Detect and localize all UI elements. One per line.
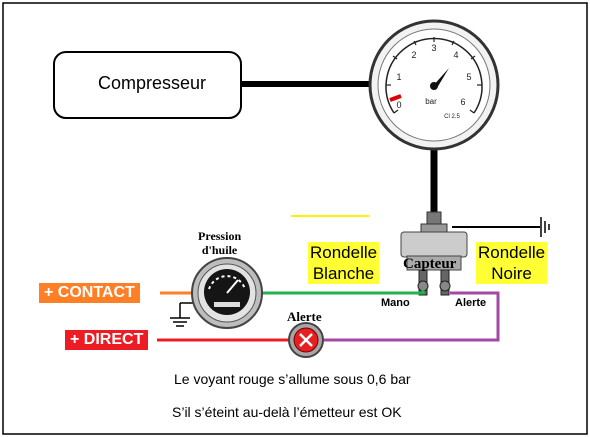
sensor-title: Capteur <box>403 256 457 272</box>
mano-terminal-label: Mano <box>381 297 410 309</box>
alert-lamp <box>288 322 324 358</box>
gauge-class: Cl 2.5 <box>444 114 460 120</box>
purple-wire <box>324 291 500 342</box>
gauge-tick-label: 6 <box>460 97 465 107</box>
white-washer-line2: Blanche <box>312 264 375 283</box>
pressure-sensor <box>400 211 468 296</box>
alerte-terminal-label: Alerte <box>455 297 487 309</box>
gauge-tick-label: 3 <box>431 43 436 53</box>
oil-pressure-gauge <box>191 257 263 329</box>
black-washer-label: Rondelle Noire <box>476 242 548 284</box>
alert-lamp-label: Alerte <box>287 309 322 324</box>
alert-lamp-cross-icon <box>299 333 313 347</box>
note-line-1: Le voyant rouge s’allume sous 0,6 bar <box>174 371 411 387</box>
direct-supply-tag: + DIRECT <box>65 330 149 350</box>
oil-gauge-title-line2: d'huile <box>201 243 238 257</box>
oil-gauge-ground-icon <box>170 302 194 327</box>
gauge-tick-label: 2 <box>411 50 416 60</box>
black-washer-line1: Rondelle <box>478 243 546 262</box>
gauge-tick-label: 1 <box>396 72 401 82</box>
oil-gauge-title: Pression d'huile <box>198 229 241 257</box>
contact-supply-tag: + CONTACT <box>39 283 140 303</box>
pressure-gauge: 0 1 2 3 4 5 6 bar Cl 2.5 <box>368 19 500 151</box>
compressor-label: Compresseur <box>98 73 207 93</box>
gauge-tick-label: 0 <box>396 100 401 110</box>
gauge-tick-label: 4 <box>453 50 458 60</box>
gauge-unit: bar <box>425 97 437 106</box>
white-washer-label: Rondelle Blanche <box>308 242 380 284</box>
black-washer-line2: Noire <box>491 264 532 283</box>
gauge-tick-label: 5 <box>466 72 471 82</box>
oil-gauge-title-line1: Pression <box>198 229 242 243</box>
green-wire <box>260 290 425 295</box>
note-line-2: S’il s’éteint au-delà l’émetteur est OK <box>172 404 402 420</box>
ground-icon <box>540 217 550 237</box>
white-washer-line1: Rondelle <box>310 243 378 262</box>
